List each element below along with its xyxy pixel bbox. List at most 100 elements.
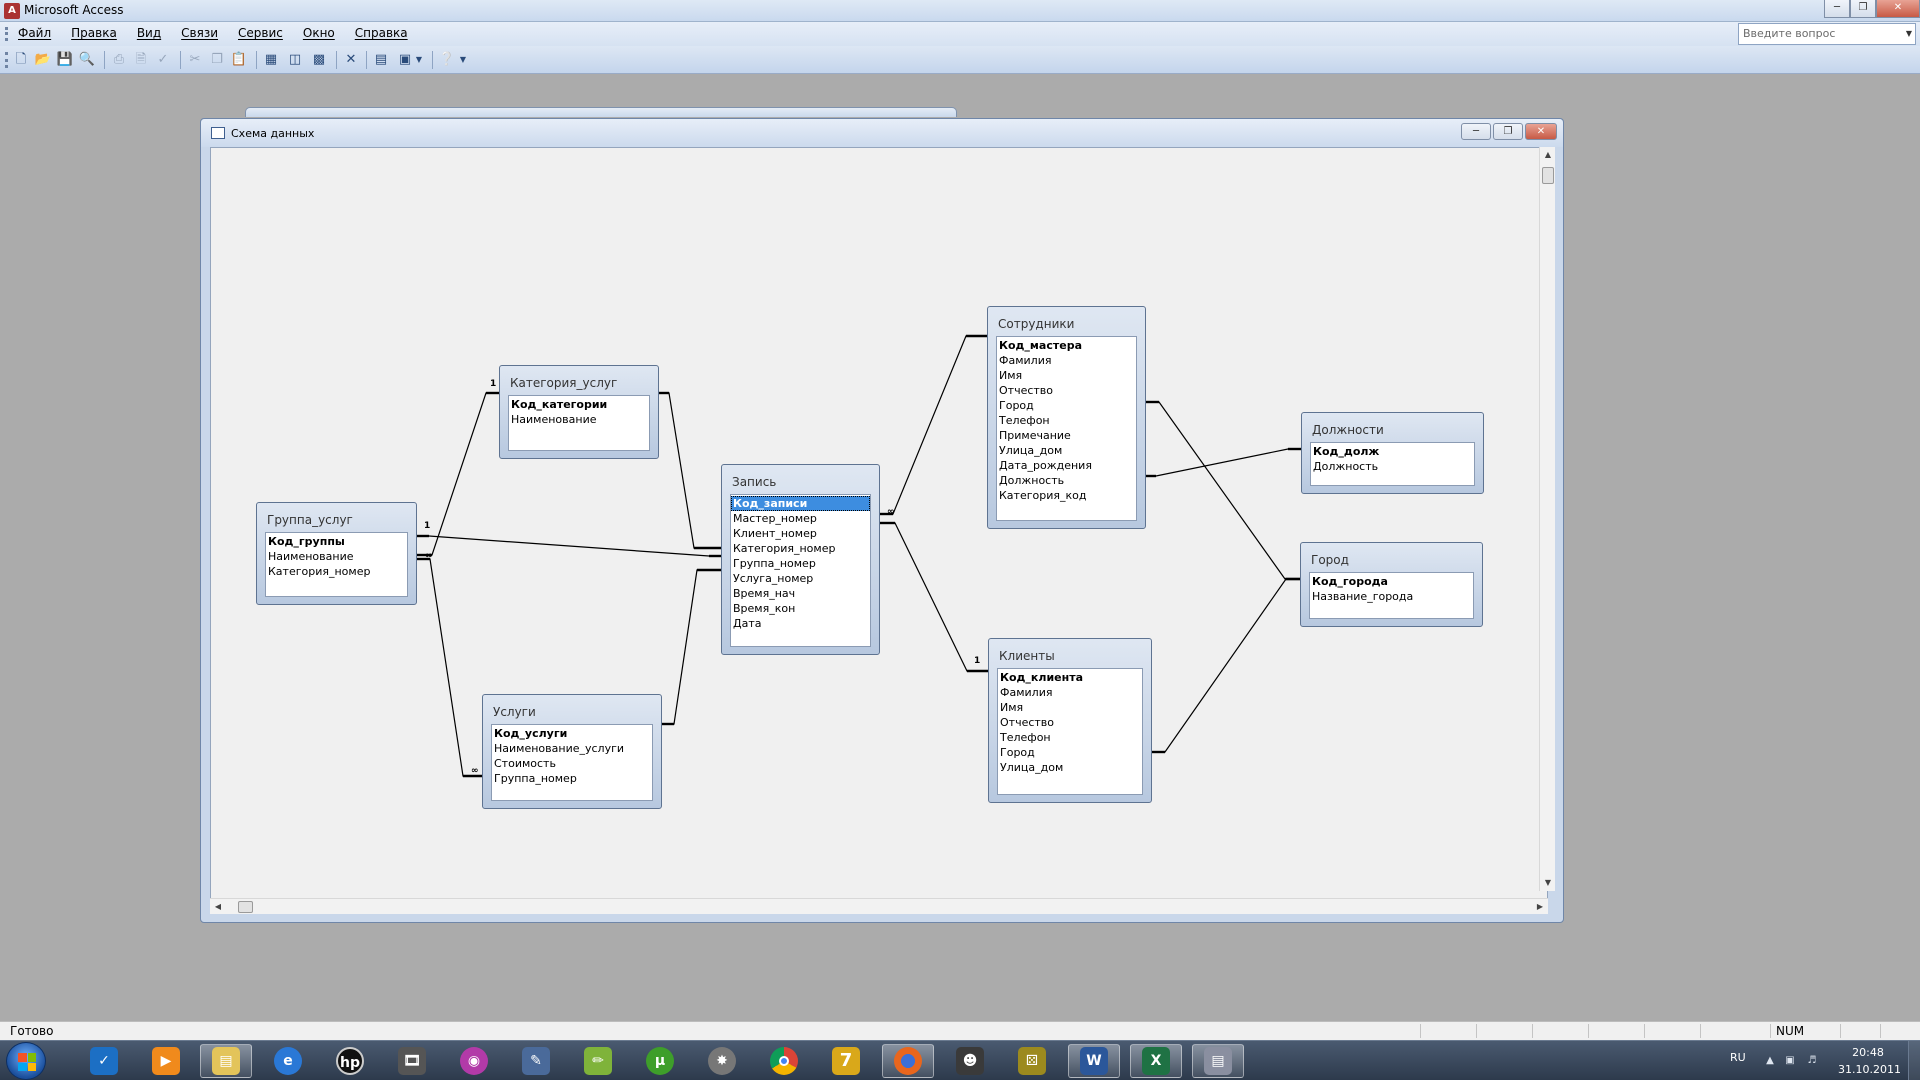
rel-gruppa-uslugi[interactable] bbox=[417, 558, 482, 777]
clock-date[interactable]: 31.10.2011 bbox=[1838, 1063, 1901, 1076]
taskbar-7zip[interactable]: 7 bbox=[820, 1044, 872, 1078]
rel-zapis-klienty[interactable] bbox=[880, 522, 988, 672]
table-klienty[interactable]: Клиенты Код_клиента Фамилия Имя Отчество… bbox=[988, 638, 1152, 803]
taskbar-hp[interactable]: hp bbox=[324, 1044, 376, 1078]
taskbar-explorer[interactable]: ▤ bbox=[200, 1044, 252, 1078]
show-all-icon[interactable]: ▩ bbox=[312, 52, 326, 67]
field-primary-key[interactable]: Код_долж bbox=[1313, 445, 1380, 458]
rel-uslugi-zapis[interactable] bbox=[662, 569, 721, 725]
field-primary-key[interactable]: Код_клиента bbox=[1000, 671, 1084, 684]
taskbar-paint[interactable]: ✎ bbox=[510, 1044, 562, 1078]
table-gruppa-uslug[interactable]: Группа_услуг Код_группы Наименование Кат… bbox=[256, 502, 417, 605]
schema-minimize-button[interactable]: ─ bbox=[1461, 123, 1491, 140]
toolbar-options-icon[interactable]: ▼ bbox=[459, 55, 467, 64]
taskbar-word[interactable]: W bbox=[1068, 1044, 1120, 1078]
schema-close-button[interactable]: ✕ bbox=[1525, 123, 1557, 140]
field-item[interactable]: Категория_код bbox=[999, 489, 1087, 502]
tray-expand-icon[interactable]: ▲ bbox=[1766, 1055, 1774, 1066]
print-preview-icon[interactable]: 🗎 bbox=[135, 52, 147, 67]
taskbar-player[interactable]: ◉ bbox=[448, 1044, 500, 1078]
field-primary-key[interactable]: Код_мастера bbox=[999, 339, 1082, 352]
database-window-icon[interactable]: ▤ bbox=[374, 52, 388, 67]
field-item[interactable]: Фамилия bbox=[999, 354, 1052, 367]
field-item[interactable]: Имя bbox=[999, 369, 1023, 382]
field-item[interactable]: Время_нач bbox=[733, 587, 796, 600]
rel-kategoriya-zapis[interactable] bbox=[659, 392, 721, 549]
show-table-icon[interactable]: ▦ bbox=[264, 52, 278, 67]
field-item[interactable]: Имя bbox=[1000, 701, 1024, 714]
new-object-icon[interactable]: ▣ bbox=[398, 52, 412, 67]
field-item[interactable]: Фамилия bbox=[1000, 686, 1053, 699]
menu-view[interactable]: Вид bbox=[136, 26, 162, 40]
print-icon[interactable]: ⎙ bbox=[113, 52, 125, 67]
field-item[interactable]: Наименование bbox=[268, 550, 354, 563]
network-icon[interactable]: ▣ bbox=[1785, 1055, 1795, 1066]
table-zapis[interactable]: Запись Код_записи Мастер_номер Клиент_но… bbox=[721, 464, 880, 655]
field-item[interactable]: Должность bbox=[999, 474, 1065, 487]
field-item[interactable]: Телефон bbox=[1000, 731, 1051, 744]
field-item[interactable]: Время_кон bbox=[733, 602, 796, 615]
clock-time[interactable]: 20:48 bbox=[1852, 1046, 1884, 1059]
field-item[interactable]: Улица_дом bbox=[999, 444, 1063, 457]
field-item[interactable]: Город bbox=[999, 399, 1034, 412]
scroll-down-icon[interactable]: ▼ bbox=[1544, 878, 1552, 887]
field-item[interactable]: Город bbox=[1000, 746, 1035, 759]
rel-zapis-sotrudniki[interactable] bbox=[880, 335, 987, 515]
table-dolzhnosti[interactable]: Должности Код_долж Должность bbox=[1301, 412, 1484, 494]
volume-icon[interactable]: ♬ bbox=[1807, 1055, 1817, 1066]
field-item[interactable]: Отчество bbox=[999, 384, 1054, 397]
scroll-up-icon[interactable]: ▲ bbox=[1544, 150, 1552, 159]
taskbar-agent[interactable]: ⚄ bbox=[1006, 1044, 1058, 1078]
copy-icon[interactable]: ❐ bbox=[211, 52, 223, 67]
taskbar-firefox[interactable] bbox=[882, 1044, 934, 1078]
field-item[interactable]: Телефон bbox=[999, 414, 1050, 427]
schema-title-bar[interactable]: Схема данных ─ ❐ ✕ bbox=[201, 119, 1563, 147]
taskbar-chrome[interactable] bbox=[758, 1044, 810, 1078]
taskbar-excel[interactable]: X bbox=[1130, 1044, 1182, 1078]
language-indicator[interactable]: RU bbox=[1730, 1051, 1746, 1064]
save-icon[interactable]: 💾 bbox=[56, 52, 74, 67]
taskbar-editor[interactable]: ✏ bbox=[572, 1044, 624, 1078]
delete-icon[interactable]: ✕ bbox=[345, 52, 357, 67]
field-item[interactable]: Услуга_номер bbox=[733, 572, 814, 585]
horizontal-scrollbar[interactable]: ◀ ▶ bbox=[210, 898, 1548, 914]
show-desktop-button[interactable] bbox=[1908, 1041, 1920, 1080]
field-item[interactable]: Группа_номер bbox=[494, 772, 577, 785]
vertical-scroll-thumb[interactable] bbox=[1542, 167, 1554, 184]
open-folder-icon[interactable]: 📂 bbox=[34, 52, 52, 67]
file-search-icon[interactable]: 🔍 bbox=[78, 52, 96, 67]
spelling-icon[interactable]: ✓ bbox=[157, 52, 169, 67]
rel-sotrudniki-dolzhnosti[interactable] bbox=[1146, 448, 1301, 477]
rel-gruppa-zapis[interactable] bbox=[417, 535, 721, 557]
field-item[interactable]: Улица_дом bbox=[1000, 761, 1064, 774]
field-item[interactable]: Стоимость bbox=[494, 757, 556, 770]
taskbar-task-manager[interactable]: ✓ bbox=[78, 1044, 130, 1078]
taskbar-internet-explorer[interactable]: e bbox=[262, 1044, 314, 1078]
field-item[interactable]: Клиент_номер bbox=[733, 527, 817, 540]
rel-klienty-gorod[interactable] bbox=[1152, 578, 1300, 753]
menu-relations[interactable]: Связи bbox=[181, 26, 219, 40]
new-document-icon[interactable]: 🗋 bbox=[15, 52, 27, 67]
field-item[interactable]: Категория_номер bbox=[268, 565, 371, 578]
chevron-down-icon[interactable]: ▼ bbox=[415, 55, 423, 64]
schema-restore-button[interactable]: ❐ bbox=[1493, 123, 1523, 140]
taskbar-media-player[interactable]: ▶ bbox=[140, 1044, 192, 1078]
paste-icon[interactable]: 📋 bbox=[230, 52, 248, 67]
field-item[interactable]: Дата_рождения bbox=[999, 459, 1092, 472]
cut-icon[interactable]: ✂ bbox=[189, 52, 201, 67]
horizontal-scroll-thumb[interactable] bbox=[238, 901, 253, 913]
access-app-icon[interactable]: A bbox=[4, 3, 20, 19]
field-item[interactable]: Дата bbox=[733, 617, 762, 630]
field-item[interactable]: Примечание bbox=[999, 429, 1071, 442]
field-item[interactable]: Группа_номер bbox=[733, 557, 816, 570]
close-button[interactable]: ✕ bbox=[1876, 0, 1920, 18]
rel-sotrudniki-gorod[interactable] bbox=[1146, 401, 1300, 580]
minimize-button[interactable]: ─ bbox=[1824, 0, 1850, 18]
menu-file[interactable]: Файл bbox=[18, 26, 52, 40]
taskbar-reels[interactable]: ✸ bbox=[696, 1044, 748, 1078]
field-item[interactable]: Отчество bbox=[1000, 716, 1055, 729]
menu-grip-handle[interactable] bbox=[5, 27, 8, 41]
field-item[interactable]: Наименование bbox=[511, 413, 597, 426]
help-question-input[interactable]: Введите вопрос ▼ bbox=[1738, 23, 1916, 45]
